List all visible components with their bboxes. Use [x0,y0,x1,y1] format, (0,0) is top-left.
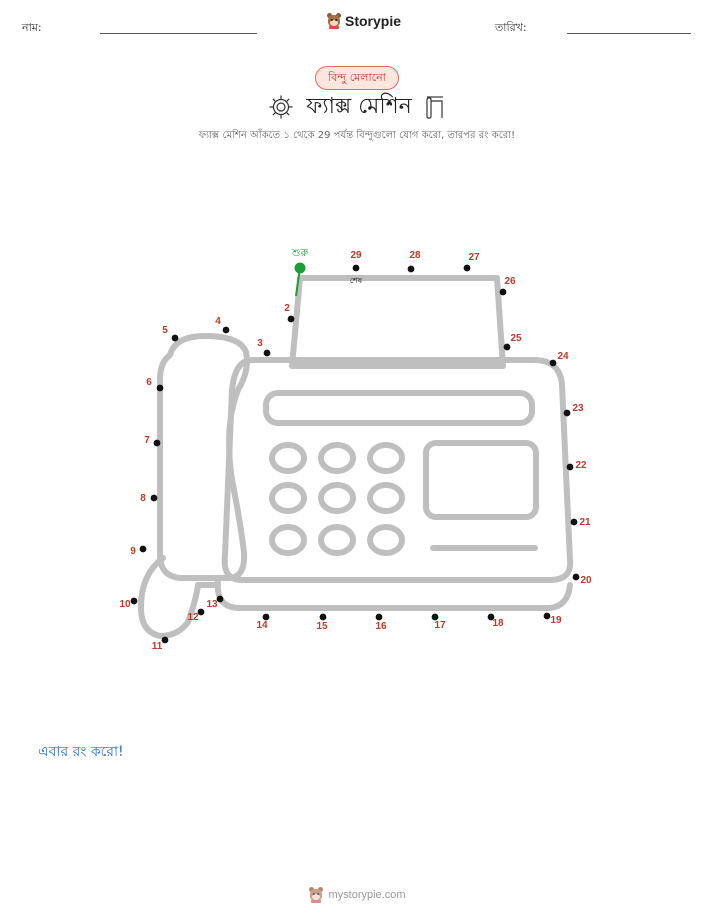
dot-6[interactable] [156,384,164,392]
dot-number-9: 9 [130,546,136,557]
dot-number-27: 27 [468,252,480,263]
dot-4[interactable] [222,326,230,334]
dot-1[interactable] [294,262,306,274]
dot-number-21: 21 [579,517,591,528]
dot-number-25: 25 [510,333,522,344]
footer: mystorypie.com [0,886,714,903]
brand-name: Storypie [345,12,402,29]
dot-number-22: 22 [575,460,587,471]
bear-mascot-icon [327,13,341,29]
dot-21[interactable] [570,518,578,526]
dot-9[interactable] [139,545,147,553]
closing-instruction: এবার রং করো! [38,744,124,760]
dot-20[interactable] [572,573,580,581]
dot-27[interactable] [463,264,471,272]
dot-number-16: 16 [375,621,387,632]
instructions: ফ্যাক্স মেশিন আঁকতে ১ থেকে 29 পর্যন্ত বি… [198,130,516,141]
dot-number-13: 13 [206,599,218,610]
dot-8[interactable] [150,494,158,502]
dot-number-24: 24 [557,351,569,362]
dot-number-14: 14 [256,620,268,631]
dot-29[interactable] [352,264,360,272]
dot-23[interactable] [563,409,571,417]
footer-site[interactable]: mystorypie.com [328,888,406,901]
dot-19[interactable] [543,612,551,620]
end-label: শেষ [350,276,363,285]
dot-3[interactable] [263,349,271,357]
dot-number-19: 19 [550,615,562,626]
dot-14[interactable] [262,613,270,621]
dot-25[interactable] [503,343,511,351]
dot-22[interactable] [566,463,574,471]
dot-number-6: 6 [146,377,152,388]
dot-16[interactable] [375,613,383,621]
dot-7[interactable] [153,439,161,447]
dot-28[interactable] [407,265,415,273]
dot-number-3: 3 [257,338,263,349]
dot-number-20: 20 [580,575,592,586]
dot-number-28: 28 [409,250,421,261]
dot-number-18: 18 [492,618,504,629]
dot-number-29: 29 [350,250,362,261]
page-title: ফ্যাক্স মেশিন [306,93,412,119]
dot-15[interactable] [319,613,327,621]
dot-12[interactable] [197,608,205,616]
dot-2[interactable] [287,315,295,323]
gear-icon [269,95,293,119]
activity-badge: বিন্দু মেলানো [315,66,399,90]
brand-logo: Storypie [326,12,401,29]
dot-number-11: 11 [152,641,163,652]
dot-number-23: 23 [572,403,584,414]
dot-number-4: 4 [215,316,221,327]
dot-24[interactable] [549,359,557,367]
dot-10[interactable] [130,597,138,605]
dot-number-26: 26 [504,276,516,287]
date-line[interactable] [567,33,691,34]
name-label: নাম: [22,21,42,34]
dot-number-12: 12 [187,612,199,623]
fax-outline [137,275,574,639]
date-label: তারিখ: [495,21,527,34]
name-line[interactable] [100,33,257,34]
dot-18[interactable] [487,613,495,621]
dot-26[interactable] [499,288,507,296]
dot-number-17: 17 [434,620,446,631]
paper-roll-icon [426,96,443,119]
dot-number-15: 15 [316,621,328,632]
dot-17[interactable] [431,613,439,621]
dot-number-5: 5 [162,325,168,336]
dot-number-7: 7 [144,435,150,446]
dot-5[interactable] [171,334,179,342]
title-row: ফ্যাক্স মেশিন [0,92,714,122]
start-label: শুরু [291,248,309,259]
dot-number-10: 10 [119,599,131,610]
dot-11[interactable] [161,636,169,644]
dot-13[interactable] [216,595,224,603]
footer-bear-icon [309,887,324,903]
dot-number-8: 8 [140,493,146,504]
dot-number-2: 2 [284,303,290,314]
